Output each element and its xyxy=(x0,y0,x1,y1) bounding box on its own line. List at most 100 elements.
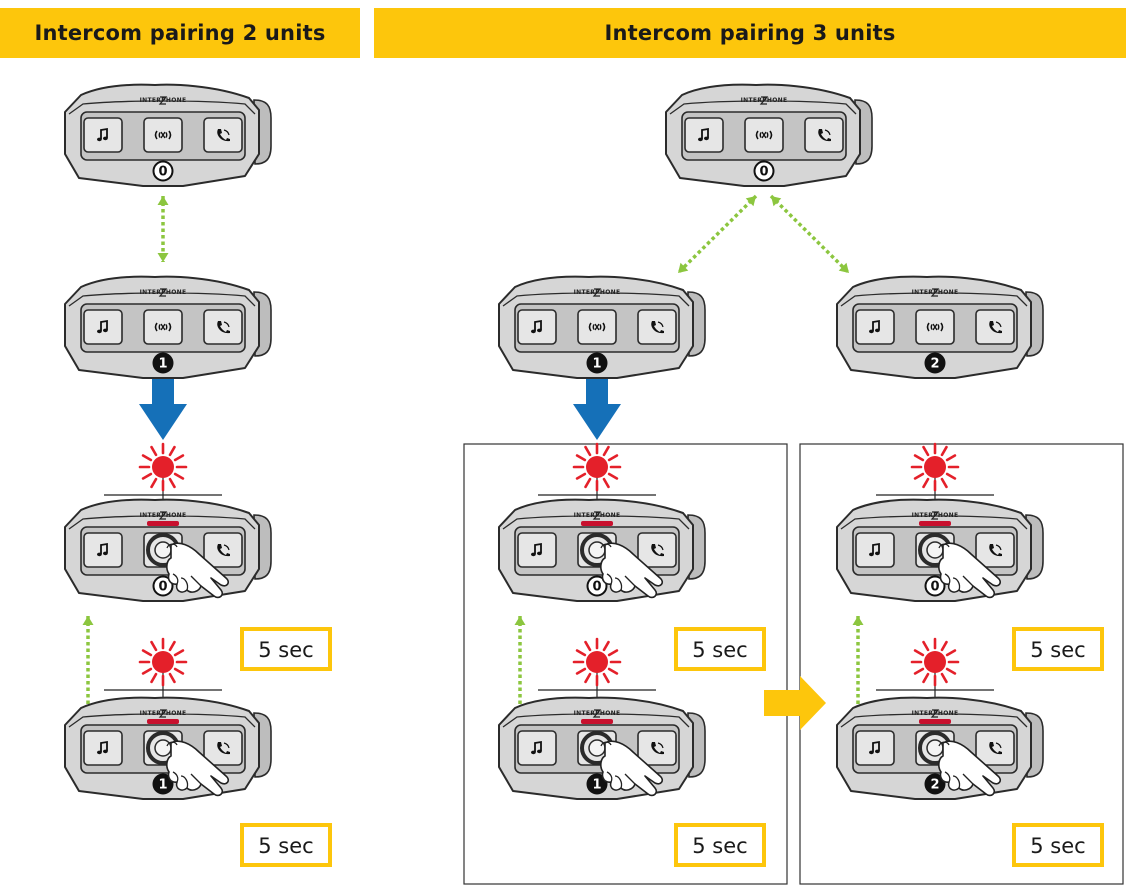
phone-button[interactable] xyxy=(637,730,677,766)
unit-number-badge xyxy=(753,160,775,182)
phone-button[interactable] xyxy=(975,532,1015,568)
music-button[interactable] xyxy=(855,730,895,766)
red-led-strip xyxy=(919,719,951,724)
headset-unit-1: INTERPHONE 1 xyxy=(498,696,706,800)
fingertip xyxy=(154,541,172,559)
brand-logo: INTERPHONE xyxy=(912,709,958,718)
red-blinking-led-icon xyxy=(572,637,622,687)
music-button[interactable] xyxy=(855,532,895,568)
brand-logo: INTERPHONE xyxy=(140,288,186,297)
timer-box: 5 sec xyxy=(240,823,332,867)
brand-logo: INTERPHONE xyxy=(912,511,958,520)
unit-number-badge xyxy=(924,773,946,795)
red-blinking-led-icon xyxy=(138,637,188,687)
music-button[interactable] xyxy=(517,532,557,568)
unit-number-badge xyxy=(152,773,174,795)
phone-button[interactable] xyxy=(975,730,1015,766)
flow-arrows xyxy=(139,378,826,730)
unit-number: 1 xyxy=(592,778,601,793)
red-led-strip xyxy=(919,521,951,526)
unit-number-badge xyxy=(586,352,608,374)
timer-box: 5 sec xyxy=(1012,627,1104,671)
unit-number: 0 xyxy=(930,580,939,595)
music-button[interactable] xyxy=(83,309,123,345)
timer-box: 5 sec xyxy=(1012,823,1104,867)
fingertip xyxy=(154,739,172,757)
music-button[interactable] xyxy=(684,117,724,153)
frame-pair-0-1 xyxy=(463,443,788,885)
unit-number-badge xyxy=(152,575,174,597)
phone-button[interactable] xyxy=(975,309,1015,345)
unit-number-badge xyxy=(586,773,608,795)
step-frames xyxy=(463,443,1124,885)
timer-box: 5 sec xyxy=(674,823,766,867)
red-led-strip xyxy=(581,521,613,526)
phone-button[interactable] xyxy=(203,532,243,568)
music-button[interactable] xyxy=(83,730,123,766)
unit-number-badge xyxy=(924,352,946,374)
unit-number: 2 xyxy=(930,778,939,793)
brand-logo: INTERPHONE xyxy=(140,96,186,105)
music-button[interactable] xyxy=(517,309,557,345)
music-button[interactable] xyxy=(83,117,123,153)
brand-logo: INTERPHONE xyxy=(140,511,186,520)
banner-2-units: Intercom pairing 2 units xyxy=(0,8,360,58)
red-blinking-led-icon xyxy=(572,442,622,492)
fingertip xyxy=(588,541,606,559)
dotted-pairing-arrow xyxy=(676,194,758,275)
headset-devices: INTERPHONE0INTERPHONE1INTERPHONE0INTERPH… xyxy=(64,83,1044,800)
headset-unit-0: INTERPHONE 0 xyxy=(836,498,1044,602)
blue-down-arrow xyxy=(573,378,621,440)
unit-number-badge xyxy=(924,575,946,597)
headset-unit-0: INTERPHONE 0 xyxy=(64,498,272,602)
timer-boxes: 5 sec 5 sec 5 sec 5 sec 5 sec 5 sec xyxy=(240,627,1104,867)
dotted-pairing-arrow xyxy=(157,196,169,262)
unit-number: 1 xyxy=(158,357,167,372)
red-led-strip xyxy=(147,521,179,526)
banner-3-units: Intercom pairing 3 units xyxy=(374,8,1126,58)
red-blinking-led-icon xyxy=(138,442,188,492)
music-button[interactable] xyxy=(83,532,123,568)
yellow-right-arrow xyxy=(764,676,826,730)
brand-logo: INTERPHONE xyxy=(574,709,620,718)
music-button[interactable] xyxy=(855,309,895,345)
unit-number: 0 xyxy=(759,165,768,180)
timer-label: 5 sec xyxy=(692,834,747,858)
timer-box: 5 sec xyxy=(674,627,766,671)
red-led-strip xyxy=(147,719,179,724)
phone-button[interactable] xyxy=(203,117,243,153)
phone-button[interactable] xyxy=(203,309,243,345)
unit-number-badge xyxy=(586,575,608,597)
brand-logo: INTERPHONE xyxy=(140,709,186,718)
red-blinking-led-icon xyxy=(910,637,960,687)
timer-label: 5 sec xyxy=(1030,638,1085,662)
music-button[interactable] xyxy=(517,730,557,766)
timer-label: 5 sec xyxy=(1030,834,1085,858)
unit-number-badge xyxy=(152,352,174,374)
timer-label: 5 sec xyxy=(258,638,313,662)
unit-number-badge xyxy=(152,160,174,182)
unit-number: 0 xyxy=(158,580,167,595)
headset-unit-1: INTERPHONE 1 xyxy=(64,696,272,800)
headset-unit-1: INTERPHONE 1 xyxy=(64,275,272,379)
unit-number: 1 xyxy=(592,357,601,372)
timer-label: 5 sec xyxy=(258,834,313,858)
phone-button[interactable] xyxy=(637,309,677,345)
blue-down-arrow xyxy=(139,378,187,440)
fingertip xyxy=(926,739,944,757)
timer-box: 5 sec xyxy=(240,627,332,671)
phone-button[interactable] xyxy=(203,730,243,766)
unit-number: 0 xyxy=(592,580,601,595)
unit-number: 1 xyxy=(158,778,167,793)
phone-button[interactable] xyxy=(804,117,844,153)
red-blinking-led-icon xyxy=(910,442,960,492)
phone-button[interactable] xyxy=(637,532,677,568)
headset-unit-2: INTERPHONE 2 xyxy=(836,696,1044,800)
dotted-pairing-arrow xyxy=(769,194,851,275)
